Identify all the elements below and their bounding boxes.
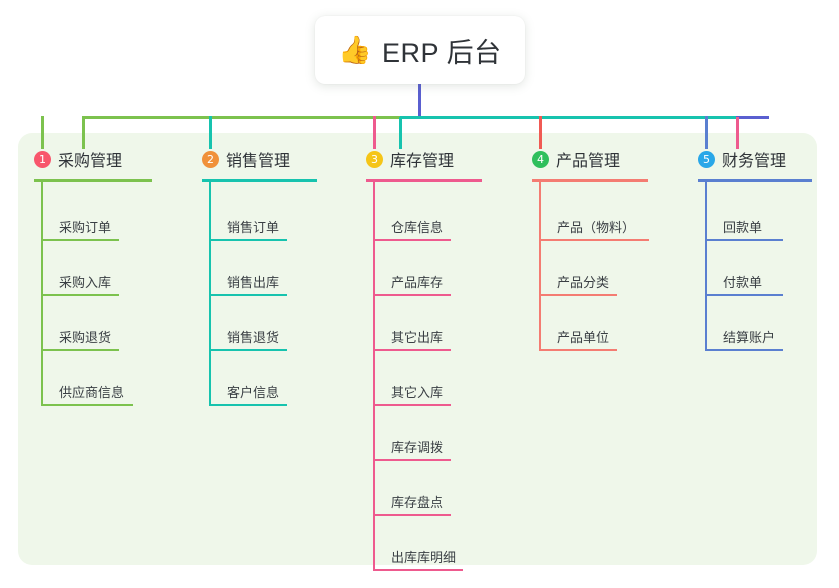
leaf-underline [209,404,287,406]
leaf-underline [373,569,463,571]
branch-column-1: 1 采购管理采购订单采购入库采购退货供应商信息 [28,145,166,406]
bus-connector-left [82,116,401,119]
leaf-label: 出库库明细 [391,550,457,565]
root-stem-connector [418,84,421,118]
branch-header-5[interactable]: 5 财务管理 [692,145,826,173]
leaf-label: 产品分类 [557,275,610,290]
leaf-label: 库存调拨 [391,440,444,455]
branch-spine-2 [209,181,211,406]
leaf-label: 采购退货 [59,330,112,345]
branch-badge-icon-5: 5 [698,150,715,168]
leaf-label: 采购入库 [59,275,112,290]
leaf-label: 仓库信息 [391,220,444,235]
leaf-underline [209,239,287,241]
leaf-label: 回款单 [723,220,763,235]
root-node-content: 👍 ERP 后台 [338,31,501,70]
column-stub-4 [539,116,542,149]
branch-column-2: 2 销售管理销售订单销售出库销售退货客户信息 [196,145,331,406]
branch-badge-icon-3: 3 [366,150,383,168]
leaf-label: 付款单 [723,275,763,290]
leaf-label: 产品单位 [557,330,610,345]
bus-connector-right [736,116,769,119]
leaf-label: 其它入库 [391,385,444,400]
leaf-underline [41,349,119,351]
leaf-label: 其它出库 [391,330,444,345]
branch-title-4: 产品管理 [556,153,621,170]
leaf-underline [41,404,133,406]
branch-spine-5 [705,181,707,351]
column-stub-5 [705,116,708,149]
leaf-underline [41,239,119,241]
branch-underline-5 [698,179,812,182]
leaf-underline [373,514,451,516]
thumbs-up-icon: 👍 [338,34,373,65]
branch-column-5: 5 财务管理回款单付款单结算账户 [692,145,826,351]
leaf-underline [373,294,451,296]
leaf-underline [705,349,783,351]
leaf-label: 库存盘点 [391,495,444,510]
leaf-underline [373,459,451,461]
column-stub-3 [373,116,376,149]
leaf-underline [539,294,617,296]
branch-badge-icon-1: 1 [34,150,51,168]
branch-spine-1 [41,181,43,406]
leaf-underline [373,404,451,406]
branch-drop-1 [82,117,85,149]
branch-underline-2 [202,179,317,182]
bus-connector-middle [400,116,738,119]
branch-underline-4 [532,179,648,182]
branch-spine-3 [373,181,375,571]
leaf-label: 销售退货 [227,330,280,345]
leaf-label: 销售订单 [227,220,280,235]
branch-title-5: 财务管理 [722,153,787,170]
branch-column-3: 3 库存管理仓库信息产品库存其它出库其它入库库存调拨库存盘点出库库明细 [360,145,496,571]
root-node-erp-backend[interactable]: 👍 ERP 后台 [315,16,525,84]
branch-header-2[interactable]: 2 销售管理 [196,145,331,173]
branch-header-1[interactable]: 1 采购管理 [28,145,166,173]
branch-header-3[interactable]: 3 库存管理 [360,145,496,173]
leaf-label: 供应商信息 [59,385,125,400]
leaf-underline [209,294,287,296]
leaf-underline [373,239,451,241]
branch-spine-4 [539,181,541,351]
branch-header-4[interactable]: 4 产品管理 [526,145,662,173]
branch-title-1: 采购管理 [58,153,123,170]
leaf-label: 产品（物料） [557,220,636,235]
branch-underline-3 [366,179,482,182]
leaf-label: 结算账户 [723,330,776,345]
leaf-label: 客户信息 [227,385,280,400]
branch-underline-1 [34,179,152,182]
leaf-underline [705,294,783,296]
leaf-underline [209,349,287,351]
leaf-underline [705,239,783,241]
leaf-underline [539,239,649,241]
column-stub-2 [209,116,212,149]
leaf-label: 销售出库 [227,275,280,290]
branch-drop-2 [399,117,402,149]
leaf-label: 采购订单 [59,220,112,235]
root-node-title: ERP 后台 [382,37,502,68]
branch-drop-3 [736,117,739,149]
leaf-label: 产品库存 [391,275,444,290]
branch-title-2: 销售管理 [226,153,291,170]
leaf-underline [373,349,451,351]
leaf-underline [539,349,617,351]
branch-badge-icon-4: 4 [532,150,549,168]
branch-badge-icon-2: 2 [202,150,219,168]
branch-column-4: 4 产品管理产品（物料） 产品分类产品单位 [526,145,662,351]
branch-title-3: 库存管理 [390,153,455,170]
leaf-underline [41,294,119,296]
column-stub-1 [41,116,44,149]
